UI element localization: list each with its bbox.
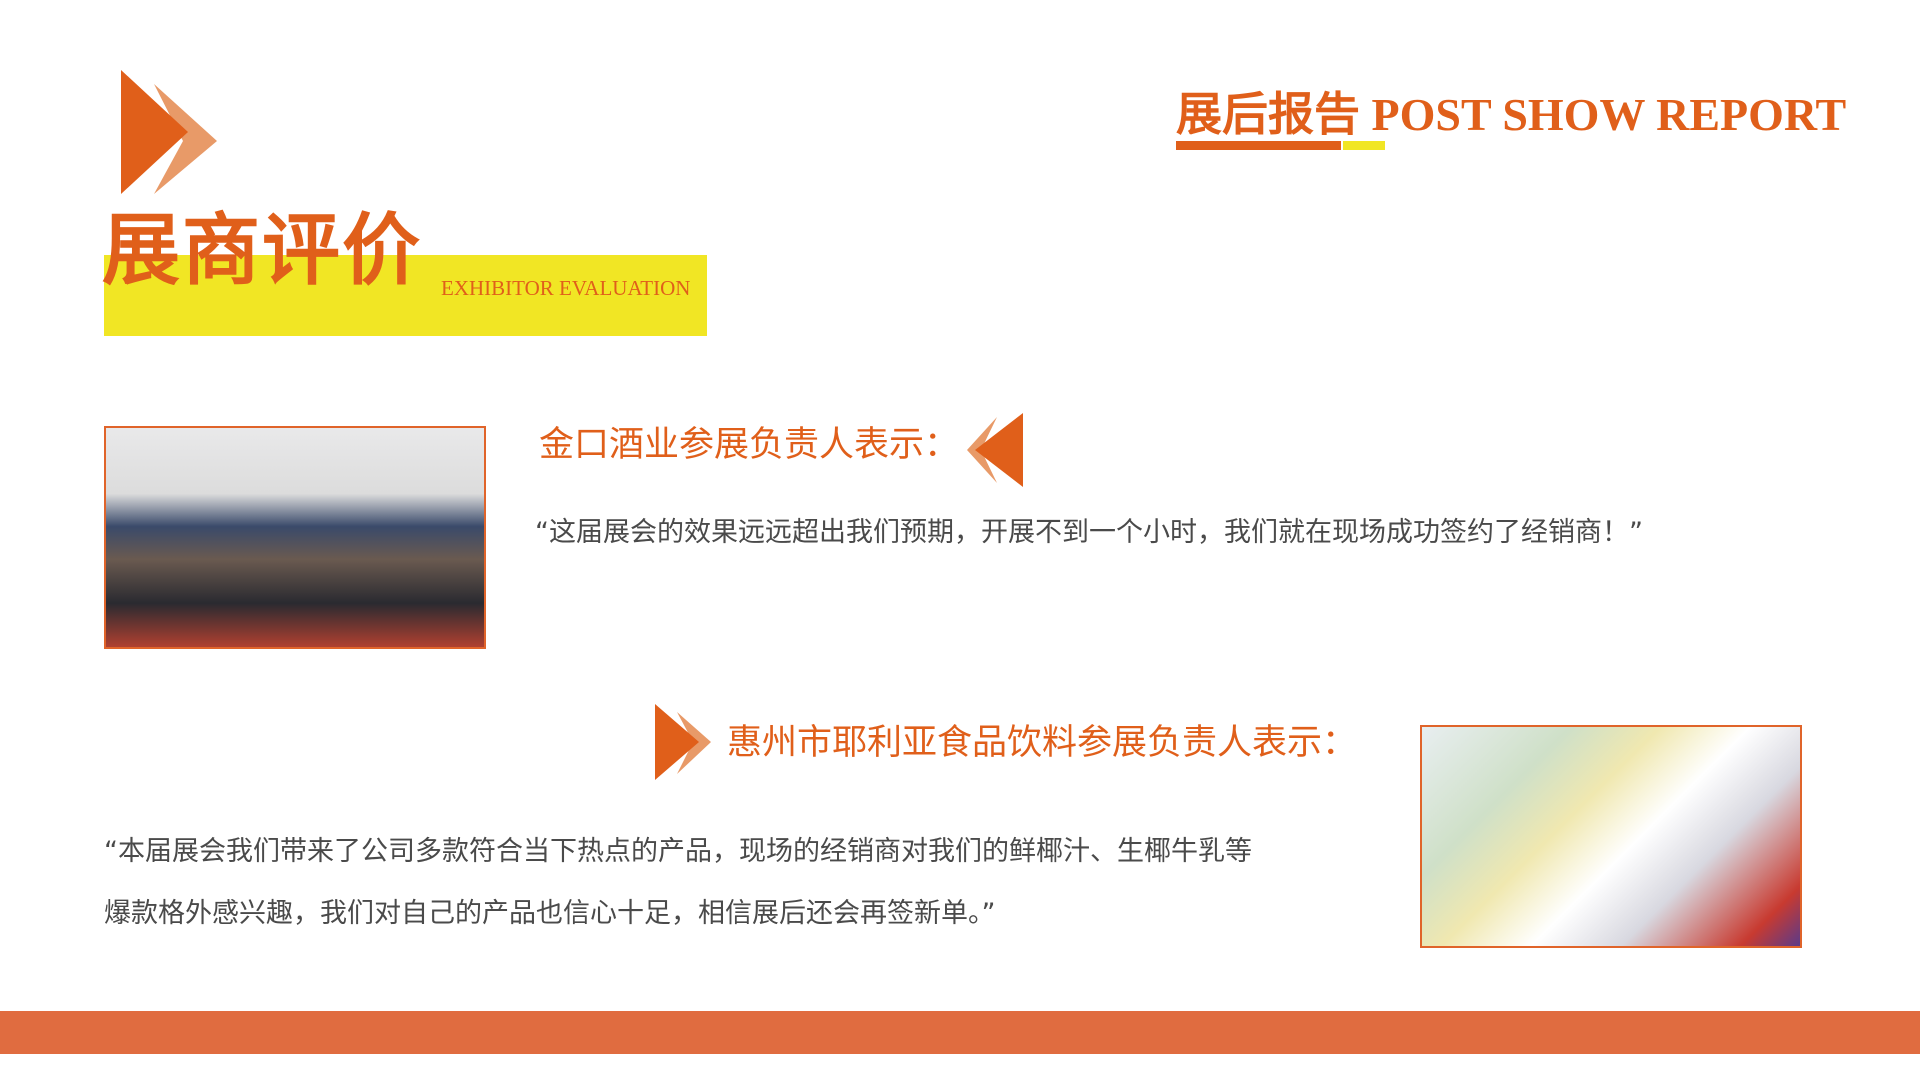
testimonial-heading: 惠州市耶利亚食品饮料参展负责人表示：: [727, 723, 1358, 763]
report-header: 展后报告 POST SHOW REPORT: [1176, 89, 1847, 140]
double-chevron-left-icon: [967, 413, 1023, 487]
quote-line: “本届展会我们带来了公司多款符合当下热点的产品，现场的经销商对我们的鲜椰汁、生椰…: [104, 836, 1252, 867]
double-chevron-right-icon: [121, 70, 217, 194]
section-title: 展商评价: [102, 207, 423, 294]
double-chevron-right-icon: [655, 704, 711, 780]
exhibitor-photo-jinkou: [104, 426, 486, 649]
section-subtitle: EXHIBITOR EVALUATION: [441, 276, 691, 300]
testimonial-quote: “这届展会的效果远远超出我们预期，开展不到一个小时，我们就在现场成功签约了经销商…: [535, 502, 1643, 564]
quote-line: 爆款格外感兴趣，我们对自己的产品也信心十足，相信展后还会再签新单。”: [104, 898, 996, 929]
quote-line: “这届展会的效果远远超出我们预期，开展不到一个小时，我们就在现场成功签约了经销商…: [535, 517, 1643, 548]
testimonial-heading: 金口酒业参展负责人表示：: [539, 425, 960, 465]
exhibitor-photo-yeliya: [1420, 725, 1802, 948]
header-underline-yellow: [1343, 141, 1385, 150]
testimonial-quote: “本届展会我们带来了公司多款符合当下热点的产品，现场的经销商对我们的鲜椰汁、生椰…: [104, 821, 1252, 945]
section-title-highlight: [104, 255, 707, 336]
header-underline-orange: [1176, 141, 1341, 150]
footer-bar: [0, 1011, 1920, 1054]
